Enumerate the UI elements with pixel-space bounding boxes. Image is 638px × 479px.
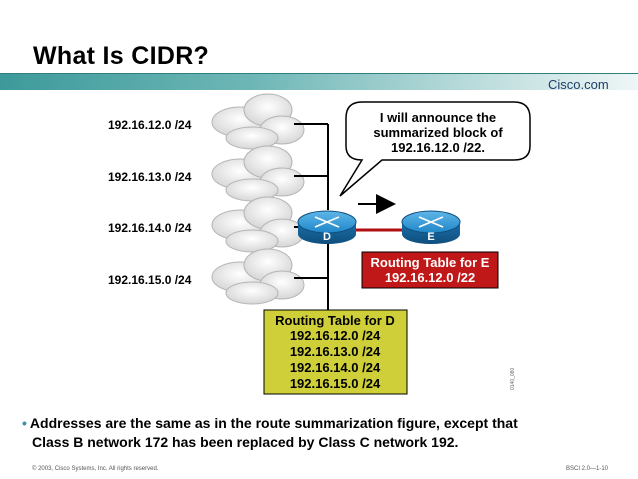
network-label: 192.16.13.0 /24 [108, 170, 192, 184]
callout-bubble [339, 101, 531, 197]
network-group-3: 192.16.14.0 /24 [108, 196, 305, 253]
router-d-label: D [323, 231, 331, 243]
router-e-icon [401, 210, 461, 244]
brand-label: Cisco.com [548, 77, 609, 92]
callout-line-3: 192.16.12.0 /22. [391, 140, 485, 155]
cloud-icon [211, 196, 305, 253]
callout-line-1: I will announce the [380, 110, 496, 125]
router-e-label: E [427, 231, 434, 243]
network-group-4: 192.16.15.0 /24 [108, 248, 305, 305]
network-group-2: 192.16.13.0 /24 [108, 145, 305, 202]
slide-title: What Is CIDR? [33, 42, 210, 70]
routing-table-e-box [361, 251, 499, 289]
routing-table-d-title: Routing Table for D [275, 313, 395, 328]
network-label: 192.16.14.0 /24 [108, 221, 192, 235]
bullet-item: •Addresses are the same as in the route … [22, 414, 622, 452]
routing-table-e-title: Routing Table for E [371, 255, 490, 270]
routing-table-d-row: 192.16.12.0 /24 [290, 328, 381, 343]
title-divider-bar [0, 74, 638, 90]
routing-table-d-row: 192.16.13.0 /24 [290, 344, 381, 359]
routing-table-d-row: 192.16.15.0 /24 [290, 376, 381, 391]
bullet-dot-icon: • [22, 415, 27, 431]
cloud-icon [211, 145, 305, 202]
figure-code: 0140_080 [510, 368, 516, 390]
routing-table-d-row: 192.16.14.0 /24 [290, 360, 381, 375]
copyright-footer: © 2003, Cisco Systems, Inc. All rights r… [32, 466, 159, 472]
title-divider-line [0, 73, 638, 74]
routing-table-d-box [263, 309, 408, 395]
bullet-text-line-2: Class B network 172 has been replaced by… [32, 434, 459, 450]
router-d-icon [297, 210, 357, 244]
network-links [294, 123, 329, 310]
network-group-1: 192.16.12.0 /24 [108, 93, 305, 150]
cloud-icon [211, 248, 305, 305]
slide-number-footer: BSCI 2.0—1-10 [566, 466, 609, 472]
network-label: 192.16.15.0 /24 [108, 273, 192, 287]
callout-line-2: summarized block of [373, 125, 503, 140]
cloud-icon [211, 93, 305, 150]
routing-table-e-row: 192.16.12.0 /22 [385, 270, 475, 285]
bullet-text-line-1: Addresses are the same as in the route s… [29, 415, 518, 431]
network-label: 192.16.12.0 /24 [108, 118, 192, 132]
